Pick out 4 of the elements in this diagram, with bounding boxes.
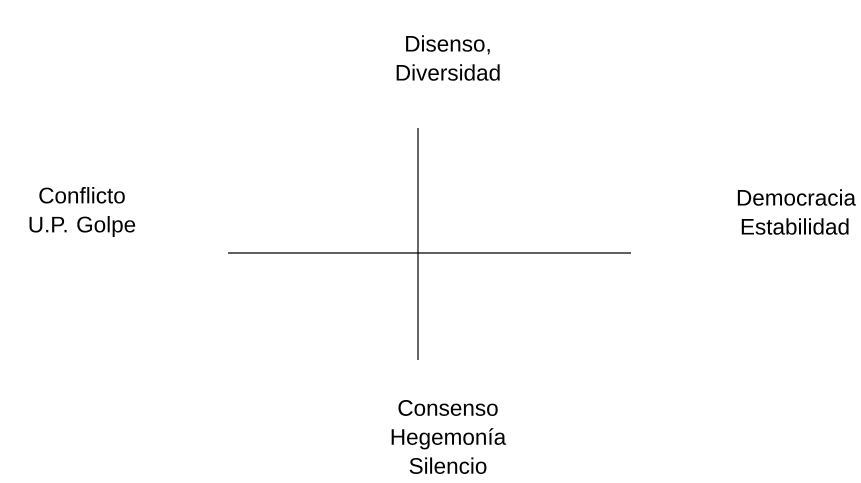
axis-label: Conflicto U.P. Golpe [30,187,136,237]
axis-label: Consenso Hegemonía Silencio [392,400,506,474]
axis-label: Democracia Estabilidad [738,189,856,235]
axis-label: Disenso, Diversidad [396,35,500,81]
